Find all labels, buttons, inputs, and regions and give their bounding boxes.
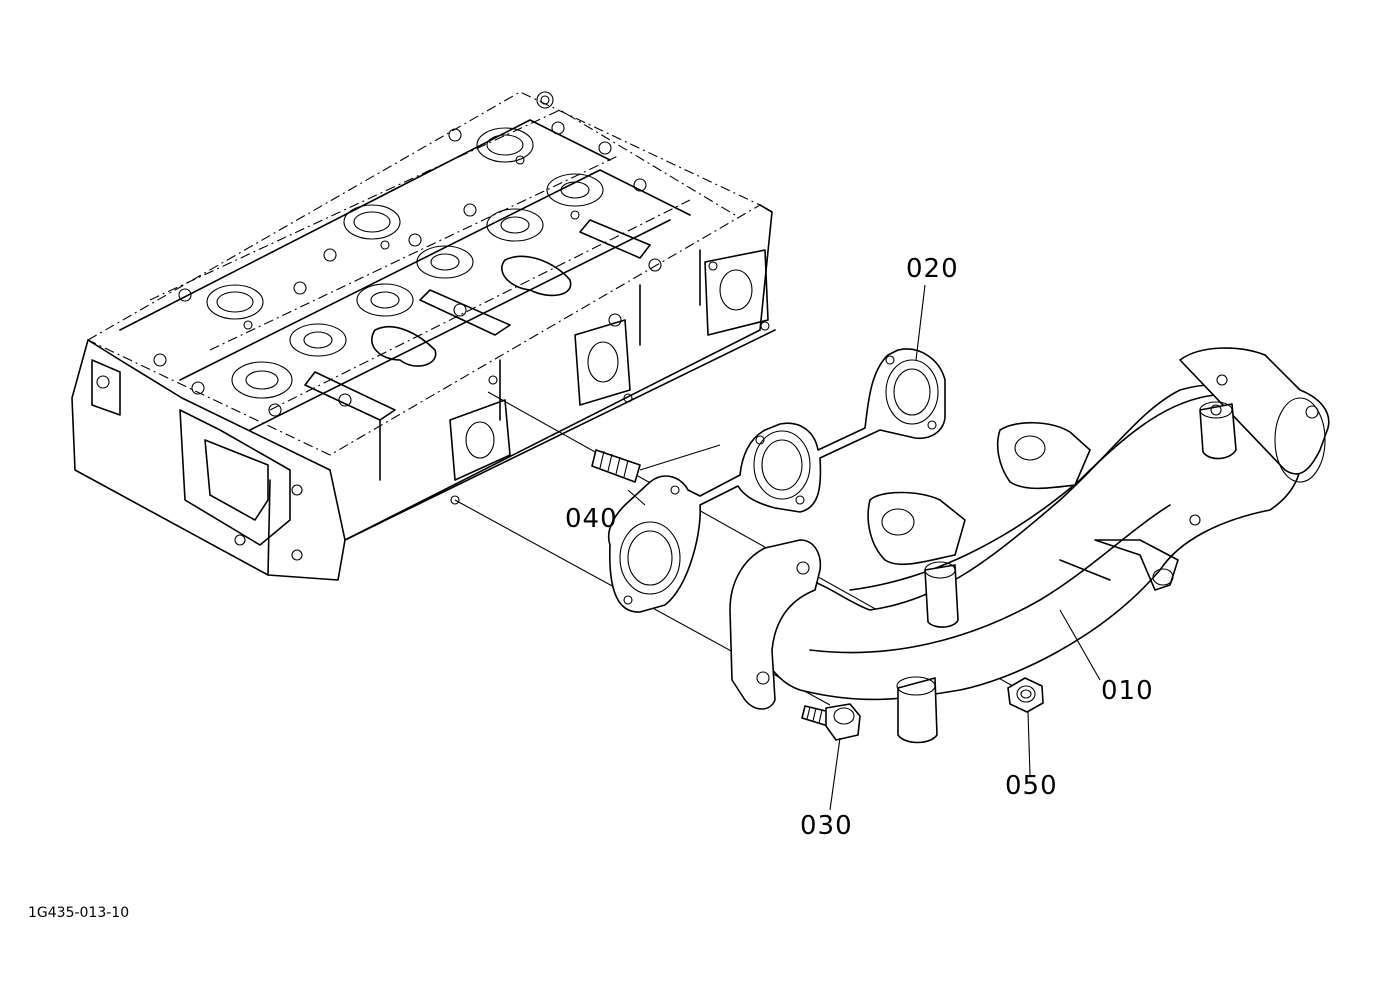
part-label-050: 050: [1005, 771, 1058, 801]
part-label-030: 030: [800, 811, 853, 841]
bolt-030: [801, 703, 861, 741]
nut-050: [1007, 677, 1044, 713]
exhaust-manifold-010: [729, 347, 1330, 744]
gasket-020: [607, 348, 946, 613]
part-label-040: 040: [565, 504, 618, 534]
stud-040: [591, 449, 641, 483]
part-label-010: 010: [1101, 676, 1154, 706]
cylinder-head: [71, 91, 776, 581]
document-id: 1G435-013-10: [28, 905, 130, 921]
part-label-020: 020: [906, 254, 959, 284]
leader-lines: [627, 284, 1101, 811]
